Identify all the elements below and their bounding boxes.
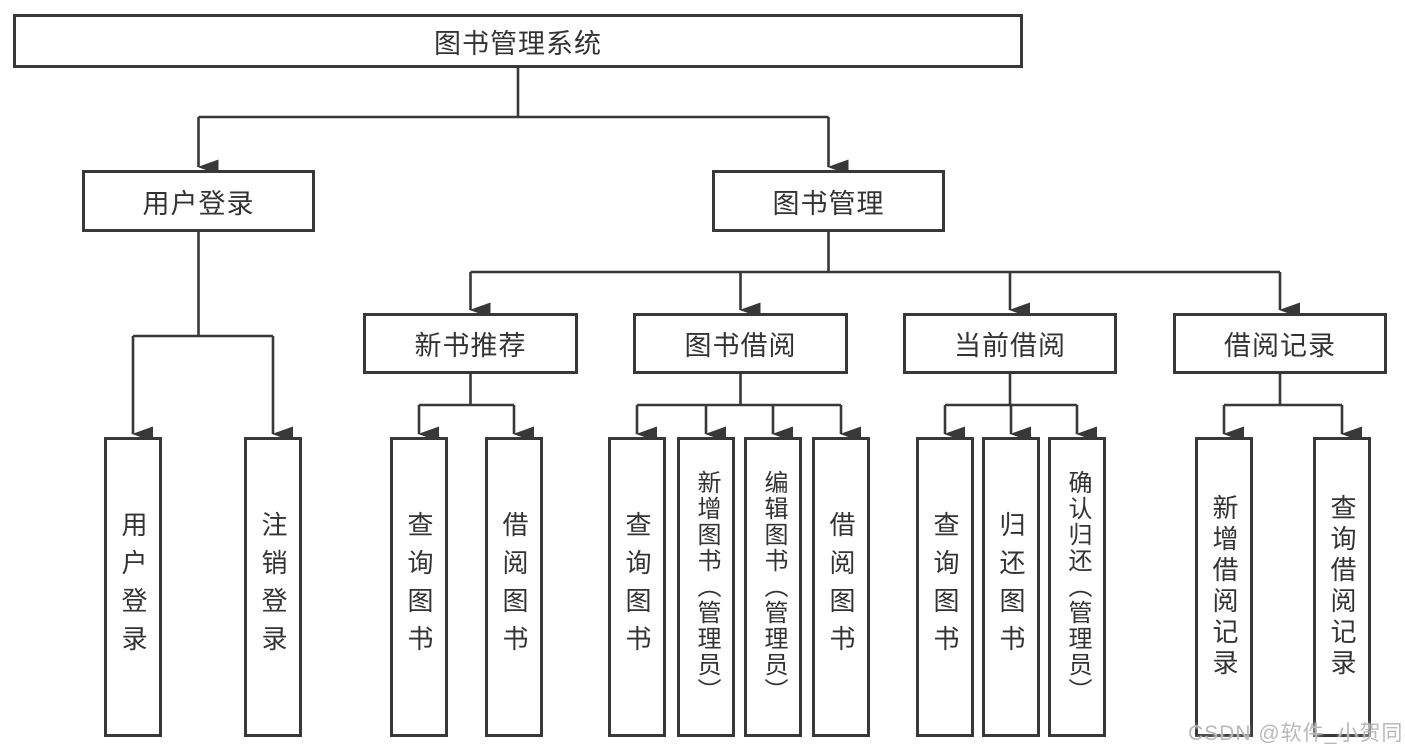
leaf-label: 用户登录	[118, 511, 148, 663]
leaf-label: 查询图书	[622, 511, 652, 663]
node-user-login: 用户登录	[82, 170, 315, 232]
node-current-borrowing: 当前借阅	[903, 313, 1117, 374]
leaf-label: 确认归还（管理员）	[1064, 470, 1091, 704]
leaf-user-login: 用户登录	[104, 437, 162, 737]
leaf-label: 借阅图书	[826, 511, 856, 663]
leaf-add-borrow-record: 新增借阅记录	[1195, 437, 1253, 737]
leaf-label: 新增图书（管理员）	[693, 470, 720, 704]
node-label: 图书管理系统	[434, 28, 602, 59]
leaf-label: 查询图书	[404, 511, 434, 663]
leaf-label: 注销登录	[258, 511, 288, 663]
node-book-management: 图书管理	[712, 170, 945, 232]
leaf-query-books: 查询图书	[608, 437, 666, 737]
node-borrowing-records: 借阅记录	[1173, 313, 1387, 374]
node-label: 当前借阅	[954, 331, 1066, 361]
node-label: 图书管理	[772, 188, 885, 219]
node-library-management-system: 图书管理系统	[13, 14, 1023, 68]
leaf-label: 新增借阅记录	[1209, 494, 1239, 680]
leaf-label: 归还图书	[996, 511, 1026, 663]
leaf-borrow-books: 借阅图书	[812, 437, 870, 737]
leaf-edit-books-admin: 编辑图书（管理员）	[744, 437, 802, 737]
leaf-logout: 注销登录	[244, 437, 302, 737]
leaf-query-borrow-record: 查询借阅记录	[1313, 437, 1371, 737]
leaf-add-books-admin: 新增图书（管理员）	[677, 437, 735, 737]
node-label: 新书推荐	[414, 331, 527, 361]
leaf-borrow-books: 借阅图书	[485, 437, 543, 737]
node-label: 借阅记录	[1224, 331, 1336, 361]
leaf-label: 查询借阅记录	[1327, 494, 1357, 680]
leaf-label: 编辑图书（管理员）	[760, 470, 787, 704]
node-new-book-recommend: 新书推荐	[363, 313, 578, 374]
leaf-query-books: 查询图书	[916, 437, 974, 737]
leaf-query-books: 查询图书	[390, 437, 448, 737]
node-label: 图书借阅	[684, 331, 797, 361]
node-label: 用户登录	[142, 188, 255, 219]
leaf-label: 查询图书	[930, 511, 960, 663]
node-book-borrowing: 图书借阅	[633, 313, 848, 374]
leaf-label: 借阅图书	[499, 511, 529, 663]
leaf-return-books: 归还图书	[982, 437, 1040, 737]
csdn-watermark: CSDN @软件_小贺同学	[1188, 722, 1405, 745]
leaf-confirm-return-admin: 确认归还（管理员）	[1048, 437, 1106, 737]
